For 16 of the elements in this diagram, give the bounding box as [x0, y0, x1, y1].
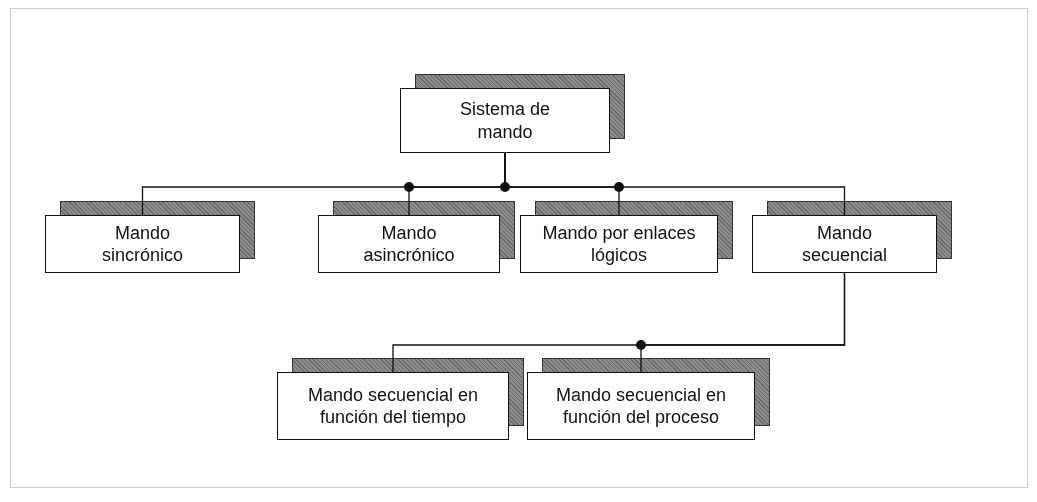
process-box — [520, 215, 718, 273]
box-label: Mando por enlaces lógicos — [541, 221, 697, 267]
process-box — [400, 88, 610, 153]
process-box — [318, 215, 500, 273]
process-box — [752, 215, 937, 273]
box-label: Mando secuencial — [800, 221, 889, 267]
box-label: Mando secuencial en función del proceso — [554, 383, 728, 429]
box-label: Mando sincrónico — [100, 221, 184, 267]
process-box — [527, 372, 755, 440]
connector-line — [504, 152, 846, 216]
box-label: Sistema de mando — [458, 98, 551, 143]
process-box — [277, 372, 509, 440]
connector-line — [640, 272, 846, 373]
process-box — [45, 215, 240, 273]
box-label: Mando secuencial en función del tiempo — [306, 383, 480, 429]
box-label: Mando asincrónico — [362, 221, 456, 267]
